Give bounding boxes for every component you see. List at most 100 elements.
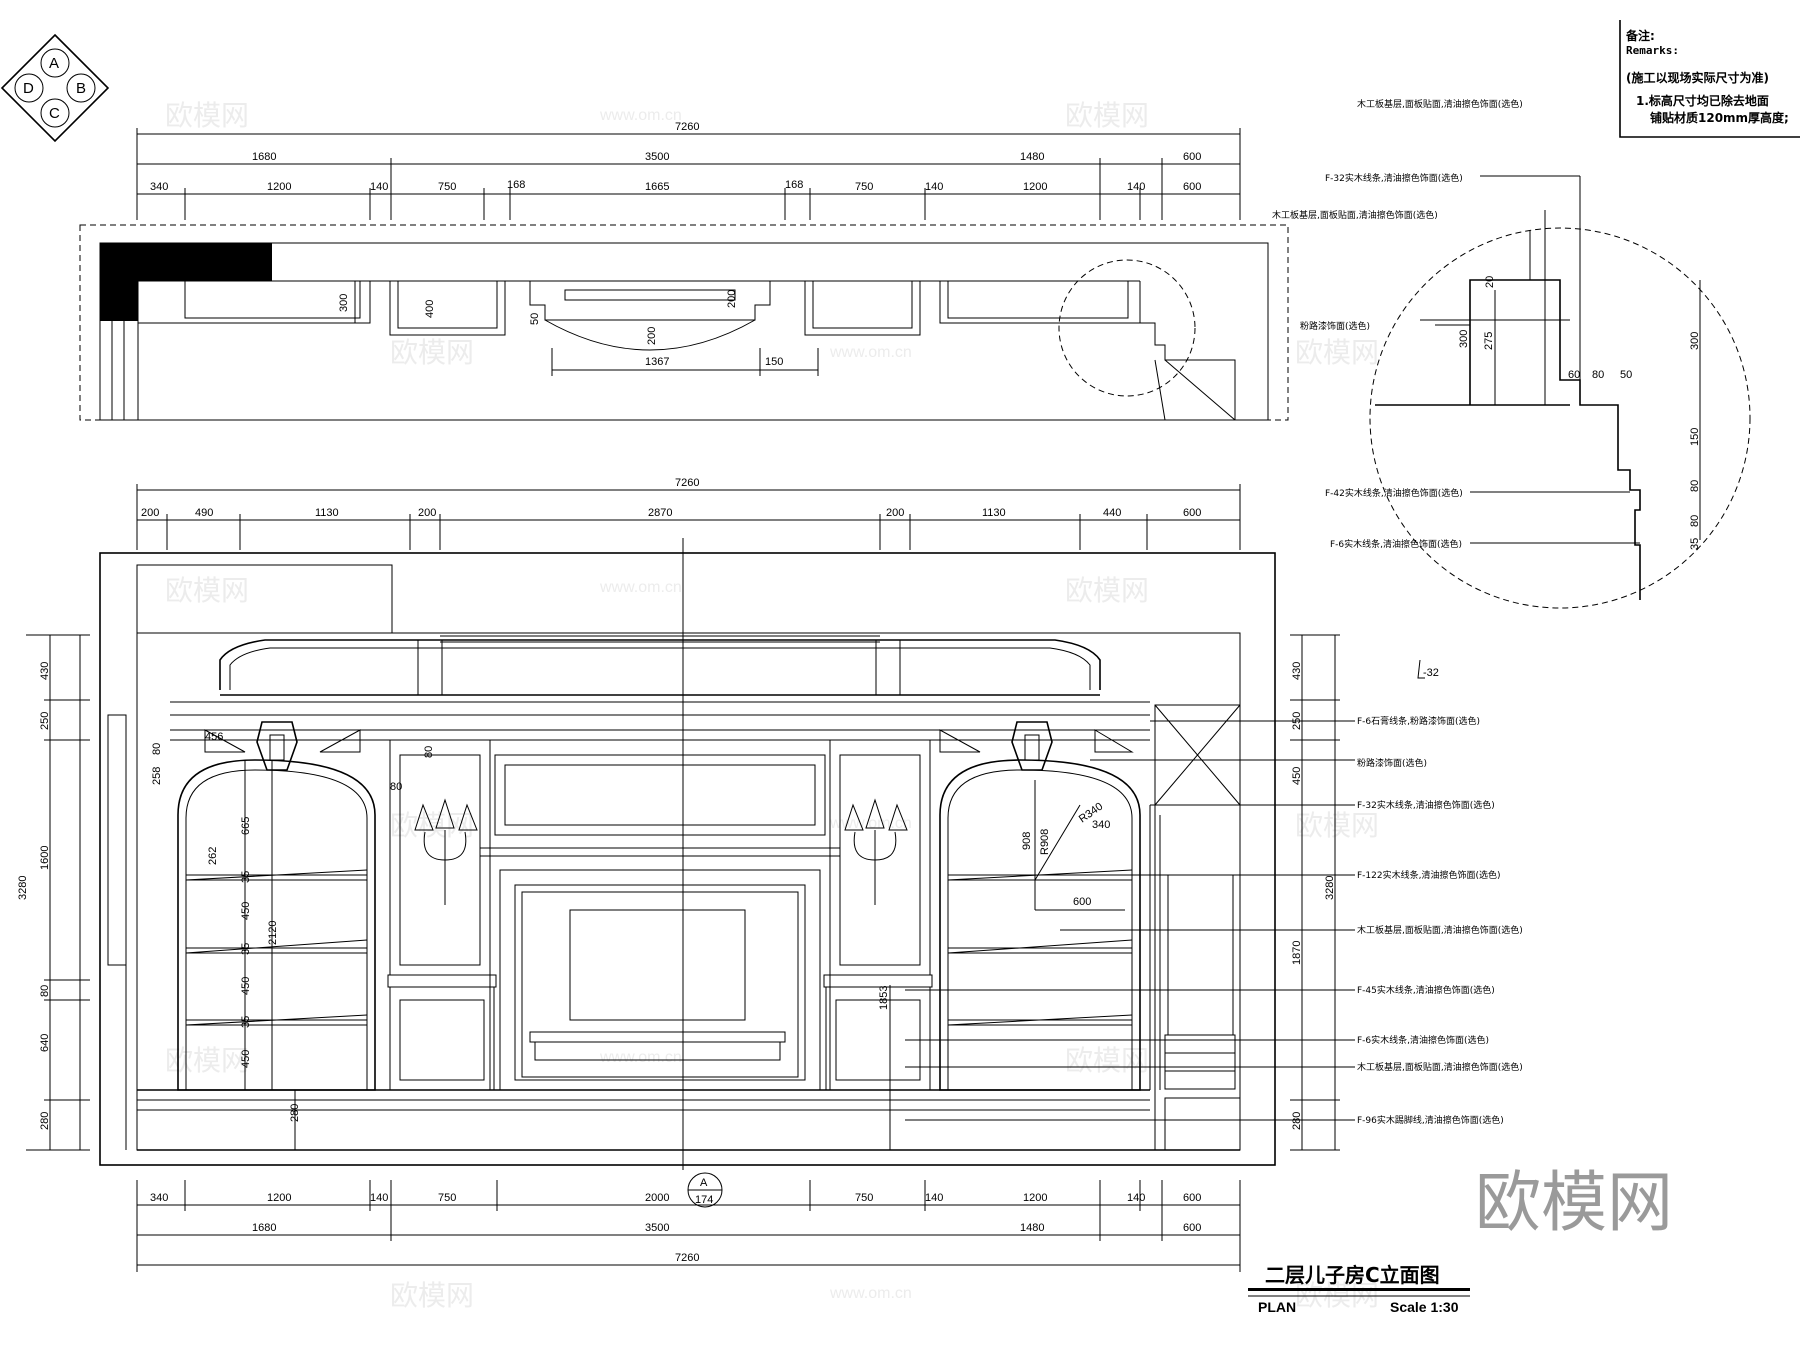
watermark-url: www.om.cn — [599, 1049, 682, 1066]
detail-dim: 80 — [1689, 480, 1701, 492]
elev-bottom-dim: 140 — [1127, 1192, 1145, 1204]
plan-dim: 1200 — [1023, 181, 1047, 193]
plan-label: PLAN — [1258, 1299, 1296, 1315]
elev-left-dim: 1600 — [39, 846, 51, 870]
elev-note: F-6石膏线条,粉路漆饰面(选色) — [1357, 715, 1480, 727]
watermark-url: www.om.cn — [829, 815, 912, 832]
elev-inner-dim: 80 — [423, 746, 435, 758]
elev-note: F-6实木线条,清油擦色饰面(选色) — [1357, 1034, 1489, 1046]
remarks-line3: 铺贴材质120mm厚高度; — [1650, 110, 1789, 125]
elev-inner-dim: 908 — [1021, 832, 1033, 850]
detail-note: 木工板基层,面板贴面,清油擦色饰面(选色) — [1357, 98, 1523, 110]
elev-bottom-seg: 1480 — [1020, 1222, 1044, 1234]
detail-dim: 20 — [1484, 276, 1496, 288]
small-callout-label: -32 — [1423, 667, 1439, 679]
elev-left-dim: 250 — [39, 712, 51, 730]
elev-inner-dim: 80 — [151, 743, 163, 755]
plan-view: 7260 1680 3500 1480 600 340 1200 140 750… — [79, 121, 1289, 421]
detail-note: 木工板基层,面板贴面,清油擦色饰面(选色) — [1272, 209, 1438, 221]
detail-note: 粉路漆饰面(选色) — [1300, 320, 1370, 332]
scale-label: Scale 1:30 — [1390, 1299, 1459, 1315]
plan-dim-total: 7260 — [675, 121, 699, 133]
elev-note: 木工板基层,面板贴面,清油擦色饰面(选色) — [1357, 1061, 1523, 1073]
section-marker-top: A — [700, 1177, 708, 1189]
plan-inner-dim: 300 — [338, 294, 350, 312]
elev-dim: 200 — [418, 507, 436, 519]
elev-dim: 200 — [141, 507, 159, 519]
plan-dim: 750 — [855, 181, 873, 193]
elev-bottom-dim: 1200 — [267, 1192, 291, 1204]
elev-bottom-dim: 1200 — [1023, 1192, 1047, 1204]
plan-inner-dim: 200 — [726, 290, 738, 308]
detail-dim: 150 — [1689, 428, 1701, 446]
detail-note: F-32实木线条,清油擦色饰面(选色) — [1325, 172, 1463, 184]
elev-dim: 1130 — [315, 507, 339, 519]
plan-dim: 3500 — [645, 151, 669, 163]
elev-note: 木工板基层,面板贴面,清油擦色饰面(选色) — [1357, 924, 1523, 936]
plan-dim: 600 — [1183, 181, 1201, 193]
plan-inner-dim: 1367 — [645, 356, 669, 368]
elevation-view: 7260 200 490 1130 200 2870 200 1130 440 … — [17, 477, 1523, 1272]
watermark-url: www.om.cn — [599, 579, 682, 596]
elev-bottom-dim: 600 — [1183, 1192, 1201, 1204]
watermark: 欧模网 — [165, 99, 249, 132]
elev-bottom-seg: 1680 — [252, 1222, 276, 1234]
elev-bottom-total: 7260 — [675, 1252, 699, 1264]
plan-dim: 168 — [785, 179, 803, 191]
elev-inner-dim: 2120 — [267, 921, 279, 945]
wall-sconce-right — [844, 798, 908, 905]
plan-dim: 600 — [1183, 151, 1201, 163]
plan-dim: 1665 — [645, 181, 669, 193]
watermark: 欧模网 — [1295, 336, 1379, 369]
elev-right-total: 3280 — [1324, 876, 1336, 900]
detail-view: 20 300 275 300 60 80 50 150 80 80 35 木工板… — [1272, 98, 1751, 609]
detail-dim: 60 — [1568, 369, 1580, 381]
elev-left-dim: 430 — [39, 662, 51, 680]
watermark: 欧模网 — [390, 809, 474, 842]
elev-inner-dim: 450 — [240, 1050, 252, 1068]
elev-inner-dim: 600 — [1073, 896, 1091, 908]
elev-dim: 200 — [886, 507, 904, 519]
compass-d: D — [23, 80, 34, 97]
plan-dim: 168 — [507, 179, 525, 191]
elev-dim: 600 — [1183, 507, 1201, 519]
watermark-url: www.om.cn — [829, 344, 912, 361]
remarks-title-cn: 备注: — [1625, 28, 1655, 43]
detail-dim: 80 — [1592, 369, 1604, 381]
elev-right-dim: 430 — [1291, 662, 1303, 680]
elev-right-dim: 450 — [1291, 767, 1303, 785]
compass-b: B — [76, 80, 86, 97]
elev-bottom-dim: 140 — [925, 1192, 943, 1204]
elev-right-dim: 1870 — [1291, 941, 1303, 965]
elev-bottom-dim: 2000 — [645, 1192, 669, 1204]
elev-note: 粉路漆饰面(选色) — [1357, 757, 1427, 769]
elev-inner-dim: 258 — [151, 767, 163, 785]
detail-dim: 275 — [1483, 332, 1495, 350]
drawing-title: 二层儿子房C立面图 — [1265, 1263, 1440, 1287]
detail-dim: 50 — [1620, 369, 1632, 381]
plan-inner-dim: 150 — [765, 356, 783, 368]
elev-dim: 1130 — [982, 507, 1006, 519]
elev-dim-total: 7260 — [675, 477, 699, 489]
watermarks: 欧模网 www.om.cn 欧模网 欧模网 www.om.cn 欧模网 欧模网 … — [165, 99, 1379, 1312]
elev-bottom-dim: 340 — [150, 1192, 168, 1204]
plan-inner-dim: 200 — [646, 327, 658, 345]
remarks-box: 备注: Remarks: (施工以现场实际尺寸为准) 1.标高尺寸均已除去地面 … — [1619, 20, 1800, 138]
plan-inner-dim: 400 — [424, 300, 436, 318]
remarks-title-en: Remarks: — [1626, 44, 1679, 57]
plan-dim: 1200 — [267, 181, 291, 193]
plan-dim: 140 — [1127, 181, 1145, 193]
elev-inner-dim: 80 — [390, 781, 402, 793]
elev-left-total: 3280 — [17, 876, 29, 900]
detail-dim: 300 — [1689, 332, 1701, 350]
elev-inner-dim: 262 — [207, 847, 219, 865]
detail-note: F-6实木线条,清油擦色饰面(选色) — [1330, 538, 1462, 550]
elev-inner-dim: 450 — [240, 977, 252, 995]
elev-bottom-dim: 140 — [370, 1192, 388, 1204]
remarks-line1: (施工以现场实际尺寸为准) — [1626, 70, 1769, 85]
watermark: 欧模网 — [1065, 1044, 1149, 1077]
elev-dim: 440 — [1103, 507, 1121, 519]
elev-note: F-122实木线条,清油擦色饰面(选色) — [1357, 869, 1501, 881]
watermark-logo: 欧模网 — [1475, 1164, 1673, 1241]
